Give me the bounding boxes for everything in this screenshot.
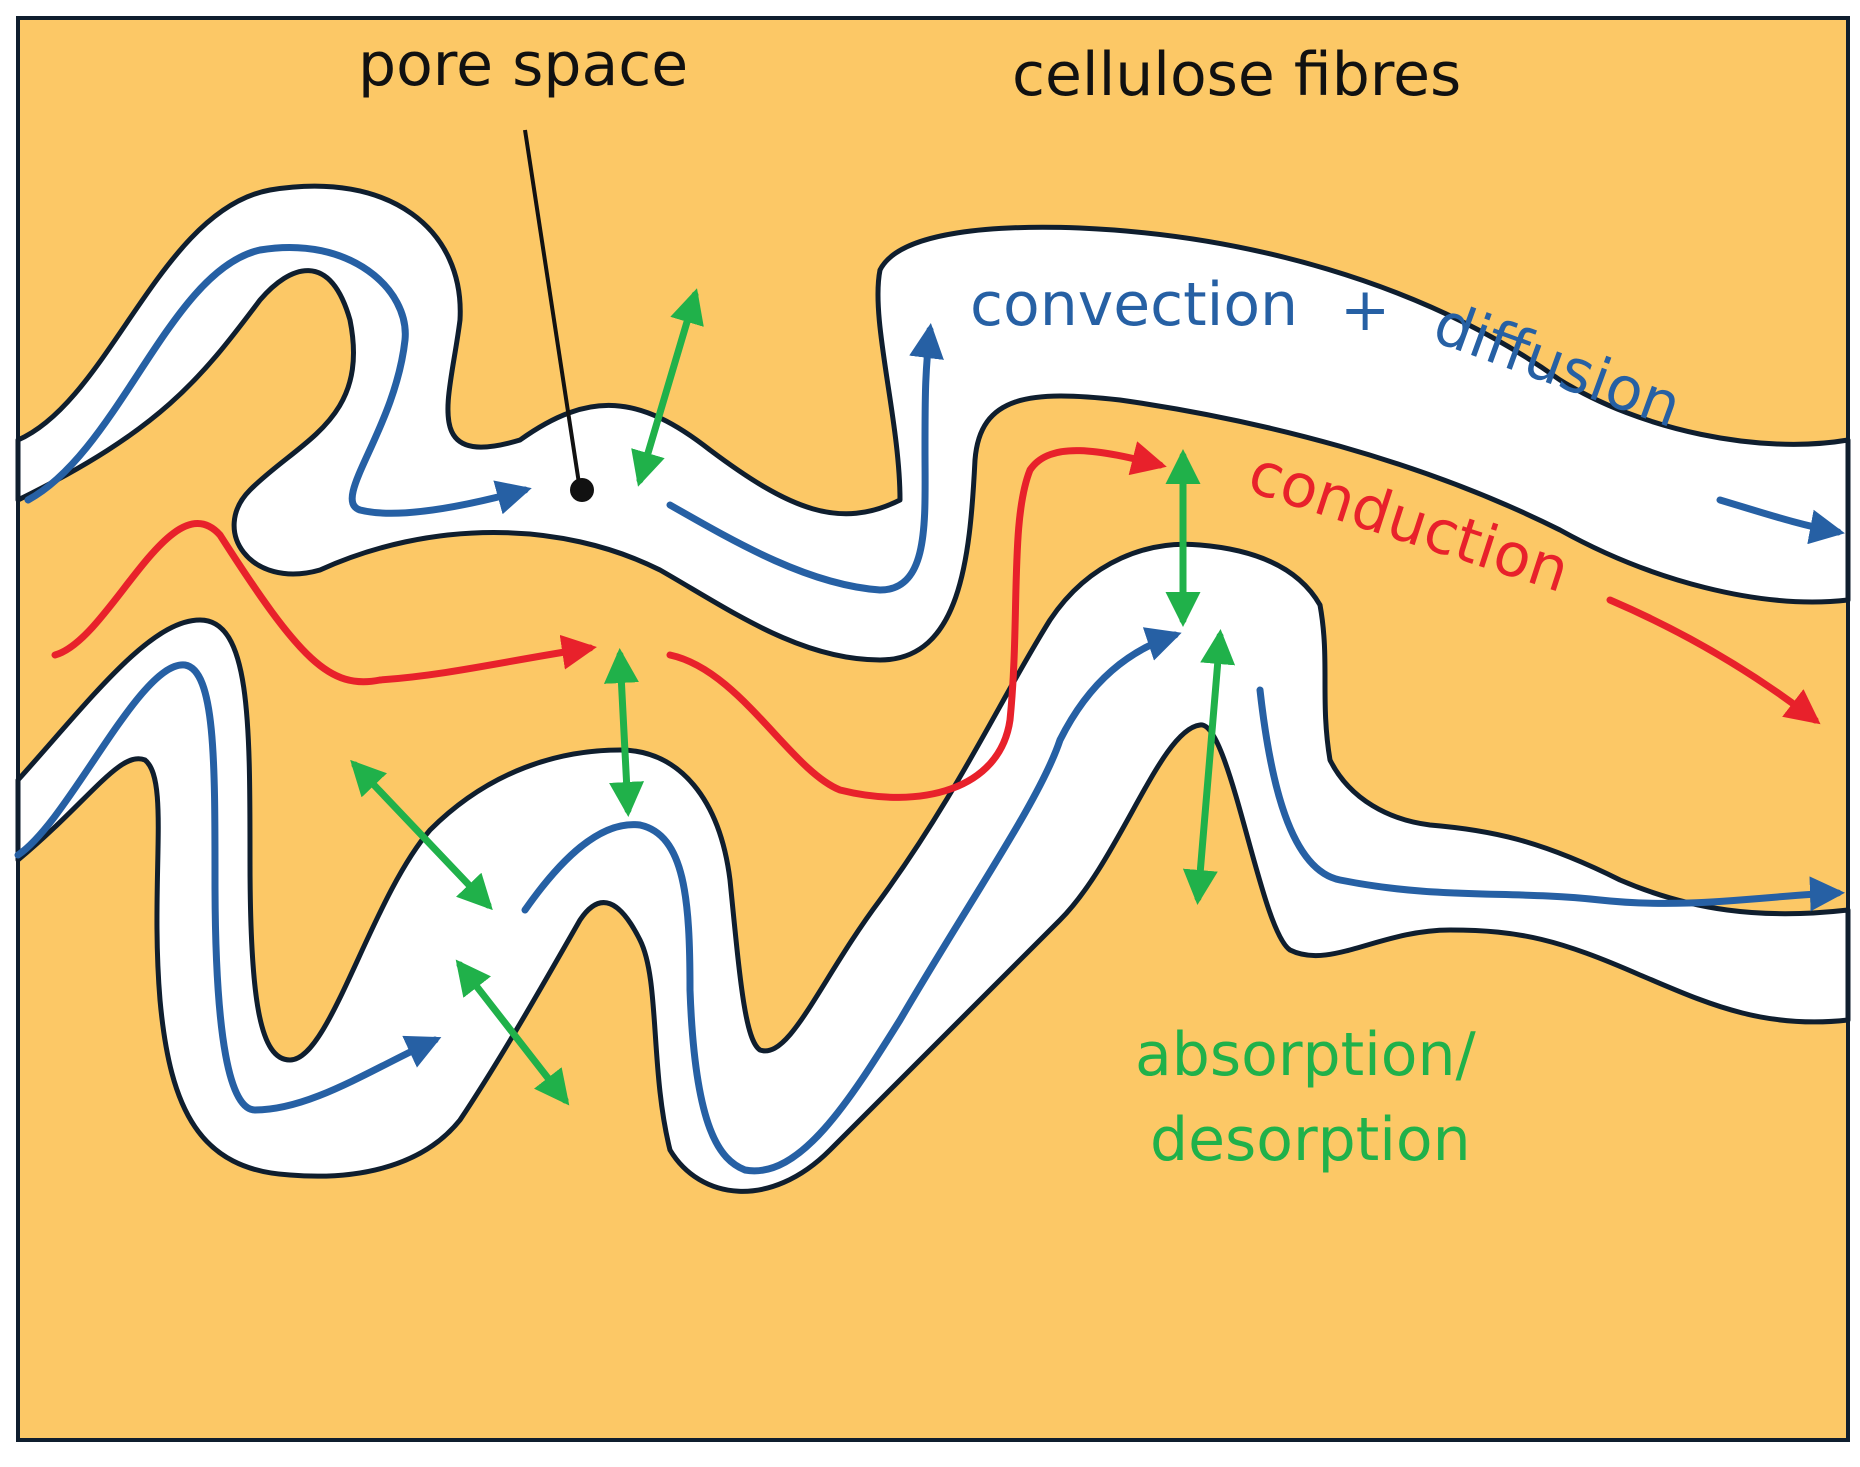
plus-label: + (1340, 275, 1390, 345)
red-flow-left (51, 520, 597, 686)
pore-space-pointer-dot (570, 478, 594, 502)
green-arrow-1 (631, 288, 704, 487)
desorption-label: desorption (1150, 1105, 1471, 1175)
blue-flow-upper-mid (666, 323, 944, 594)
blue-flow-middle-left (14, 661, 442, 1114)
red-flow-center (666, 441, 1167, 801)
blue-flow-middle-right (1256, 686, 1845, 912)
conduction-flow-lines (51, 441, 1821, 801)
absorption-label: absorption/ (1135, 1020, 1477, 1090)
green-arrow-6 (455, 959, 570, 1106)
blue-flow-upper-right (1716, 496, 1845, 545)
red-flow-right (1606, 596, 1821, 725)
pore-space-pointer-line (523, 129, 582, 491)
convection-label: convection (970, 270, 1298, 340)
pore-channel-upper (15, 183, 1851, 663)
blue-flow-upper-left (24, 244, 532, 517)
cellulose-fibres-label: cellulose fibres (1012, 40, 1461, 110)
green-arrow-5 (350, 759, 493, 911)
blue-flow-middle-center (521, 627, 1182, 1175)
pore-space-label: pore space (358, 30, 688, 100)
green-arrow-4 (1182, 629, 1236, 905)
absorption-arrows (350, 288, 1236, 1106)
convection-flow-lines (14, 244, 1845, 1175)
green-arrow-3 (603, 648, 645, 817)
